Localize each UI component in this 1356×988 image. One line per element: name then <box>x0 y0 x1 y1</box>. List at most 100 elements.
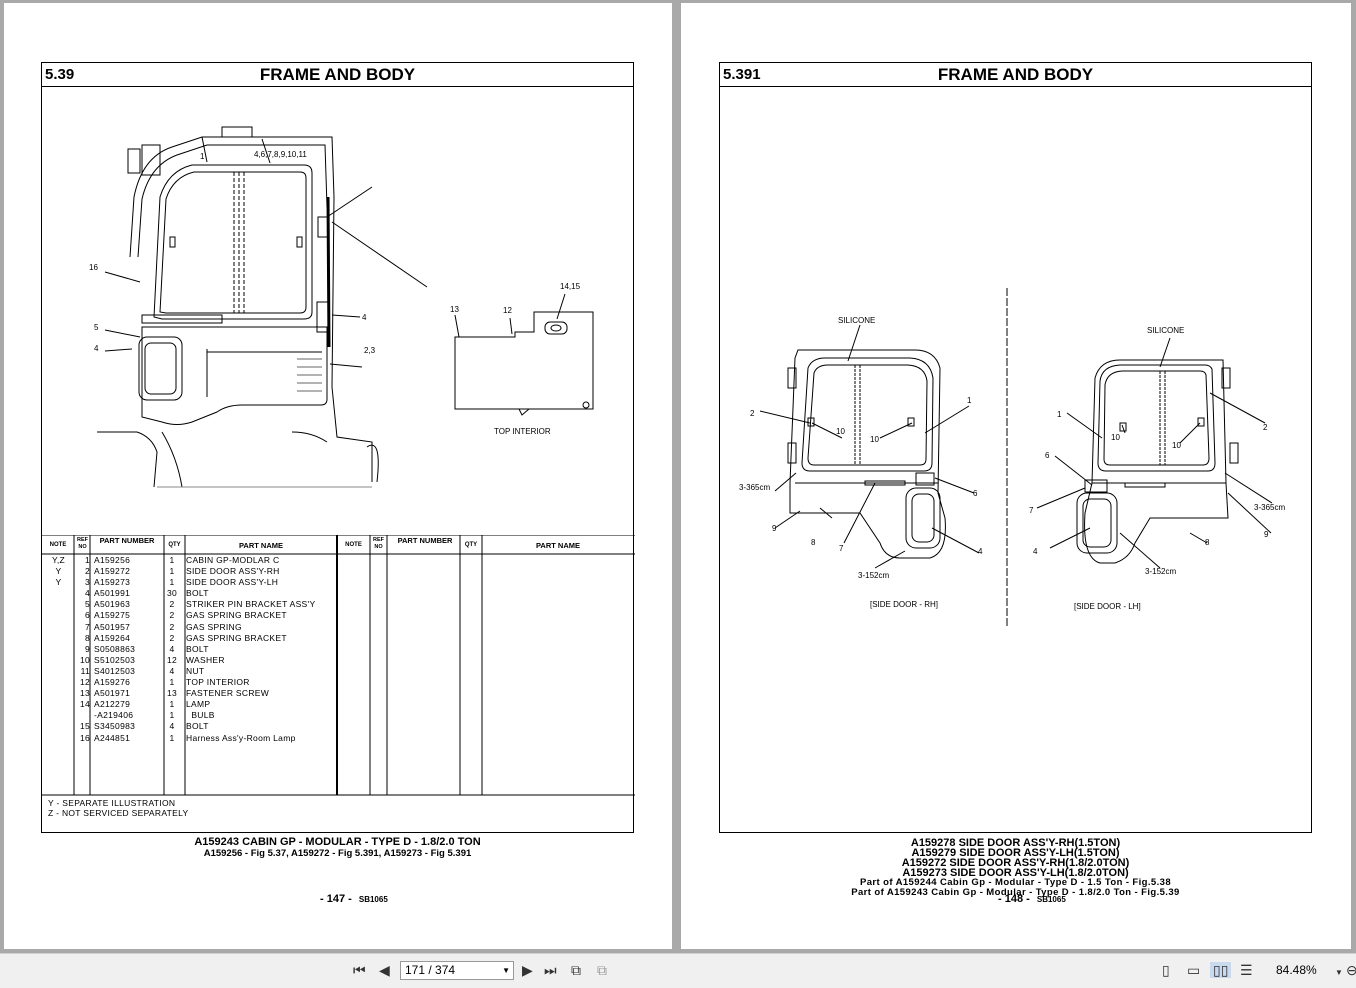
header-qty: QTY <box>168 542 181 548</box>
left-caption-line-2: A159256 - Fig 5.37, A159272 - Fig 5.391,… <box>203 848 472 859</box>
part-qty: 4 <box>169 643 175 654</box>
part-note <box>42 633 75 644</box>
two-page-continuous-icon[interactable]: ☰ <box>1240 962 1253 978</box>
first-page-icon[interactable]: ⏮ <box>353 962 366 978</box>
single-page-icon[interactable]: ▯ <box>1162 962 1170 978</box>
part-note <box>42 588 75 599</box>
callout-12: 12 <box>503 306 512 315</box>
part-qty: 1 <box>169 577 175 588</box>
left-section-number: 5.39 <box>45 66 75 83</box>
page-number-input[interactable]: 171 / 374 ▼ <box>400 961 514 980</box>
lh-callout-6: 6 <box>1045 451 1050 460</box>
part-note <box>42 599 75 610</box>
part-note <box>42 710 75 721</box>
part-qty: 12 <box>166 654 178 665</box>
last-page-icon[interactable]: ⏭ <box>544 962 557 978</box>
rh-callout-4: 4 <box>978 547 983 556</box>
inset-label-top-interior: TOP INTERIOR <box>494 427 551 436</box>
part-name: FASTENER SCREW <box>186 688 270 699</box>
part-qty: 4 <box>169 721 175 732</box>
callout-1: 1 <box>200 152 205 161</box>
two-page-icon[interactable]: ▯▯ <box>1210 962 1232 978</box>
part-note <box>42 677 75 688</box>
callout-13: 13 <box>450 305 459 314</box>
notes-block: Y - SEPARATE ILLUSTRATION Z - NOT SERVIC… <box>48 798 189 818</box>
zoom-out-icon[interactable]: ⊖ <box>1346 962 1356 978</box>
right-frame: 5.391 FRAME AND BODY <box>719 62 1312 833</box>
right-part-of-line-2: Part of A159243 Cabin Gp - Modular - Typ… <box>851 887 1180 898</box>
part-ref: 9 <box>84 643 90 654</box>
right-page-footer: - 148 - SB1065 <box>998 893 1066 905</box>
callout-4-11: 4,6,7,8,9,10,11 <box>254 150 307 159</box>
part-note <box>42 721 75 732</box>
part-ref: 5 <box>84 599 90 610</box>
part-name: SIDE DOOR ASS'Y-LH <box>186 577 279 588</box>
part-name: WASHER <box>186 654 225 665</box>
right-section-number: 5.391 <box>723 66 761 83</box>
left-section-header: 5.39 FRAME AND BODY <box>42 63 633 87</box>
part-qty: 1 <box>169 699 175 710</box>
part-number: A159273 <box>94 577 131 588</box>
side-door-illustration: SILICONE 2 10 10 1 3-365cm 6 9 8 7 4 3-1… <box>739 288 1285 628</box>
part-name: LAMP <box>186 699 211 710</box>
part-note: Y <box>55 566 62 577</box>
part-note <box>42 622 75 633</box>
lh-callout-10a: 10 <box>1111 433 1120 442</box>
part-name: TOP INTERIOR <box>186 677 250 688</box>
header-ref-2: REF NO <box>373 537 384 550</box>
lh-callout-silicone: SILICONE <box>1147 326 1184 335</box>
part-name: Harness Ass'y-Room Lamp <box>186 732 296 743</box>
lh-callout-7: 7 <box>1029 506 1034 515</box>
previous-page-icon[interactable]: ◀ <box>379 962 390 978</box>
part-qty: 1 <box>169 732 175 743</box>
part-number: A159275 <box>94 610 131 621</box>
part-number: A159276 <box>94 677 131 688</box>
callout-4b: 4 <box>94 344 99 353</box>
next-page-icon[interactable]: ▶ <box>522 962 533 978</box>
part-ref: 14 <box>79 699 90 710</box>
zoom-level[interactable]: 84.48% <box>1276 963 1317 977</box>
right-page-number: - 148 - <box>998 893 1030 905</box>
part-name: BOLT <box>186 643 209 654</box>
right-caption-line-1: A159278 SIDE DOOR ASS'Y-RH(1.5TON) <box>910 837 1121 849</box>
part-name: SIDE DOOR ASS'Y-RH <box>186 566 280 577</box>
part-name: GAS SPRING <box>186 621 242 632</box>
part-ref: 16 <box>79 732 90 743</box>
continuous-page-icon[interactable]: ▭ <box>1187 962 1201 978</box>
part-name: BULB <box>186 710 215 721</box>
part-ref <box>75 710 92 721</box>
rotate-view-icon[interactable]: ⧉ <box>571 962 581 978</box>
viewer-toolbar: ⏮ ◀ 171 / 374 ▼ ▶ ⏭ ⧉ ⧉ ▯ ▭ ▯▯ ☰ 84.48% … <box>0 953 1356 988</box>
copy-view-icon[interactable]: ⧉ <box>597 962 607 978</box>
part-qty: 1 <box>169 555 175 565</box>
rh-callout-7: 7 <box>839 544 844 553</box>
rh-callout-3-152cm: 3-152cm <box>858 571 889 580</box>
left-page: 5.39 FRAME AND BODY <box>4 3 672 949</box>
part-ref: 12 <box>79 677 90 688</box>
zoom-dropdown-icon[interactable]: ▼ <box>1335 968 1343 977</box>
part-ref: 11 <box>80 665 90 676</box>
part-note <box>42 688 75 699</box>
part-ref: 3 <box>84 577 90 588</box>
parts-table-grid <box>42 535 635 796</box>
parts-table-header-left: NOTE REF NO PART NUMBER QTY PART NAME <box>42 536 337 554</box>
right-caption-line-3: A159272 SIDE DOOR ASS'Y-RH(1.8/2.0TON) <box>901 857 1130 869</box>
callout-14-15: 14,15 <box>560 282 581 291</box>
chevron-down-icon[interactable]: ▼ <box>502 966 510 975</box>
part-ref: 6 <box>84 610 90 621</box>
part-name: GAS SPRING BRACKET <box>186 632 287 643</box>
right-page: 5.391 FRAME AND BODY <box>681 3 1351 949</box>
page-indicator-text: 171 / 374 <box>405 963 456 977</box>
part-note <box>42 655 75 666</box>
